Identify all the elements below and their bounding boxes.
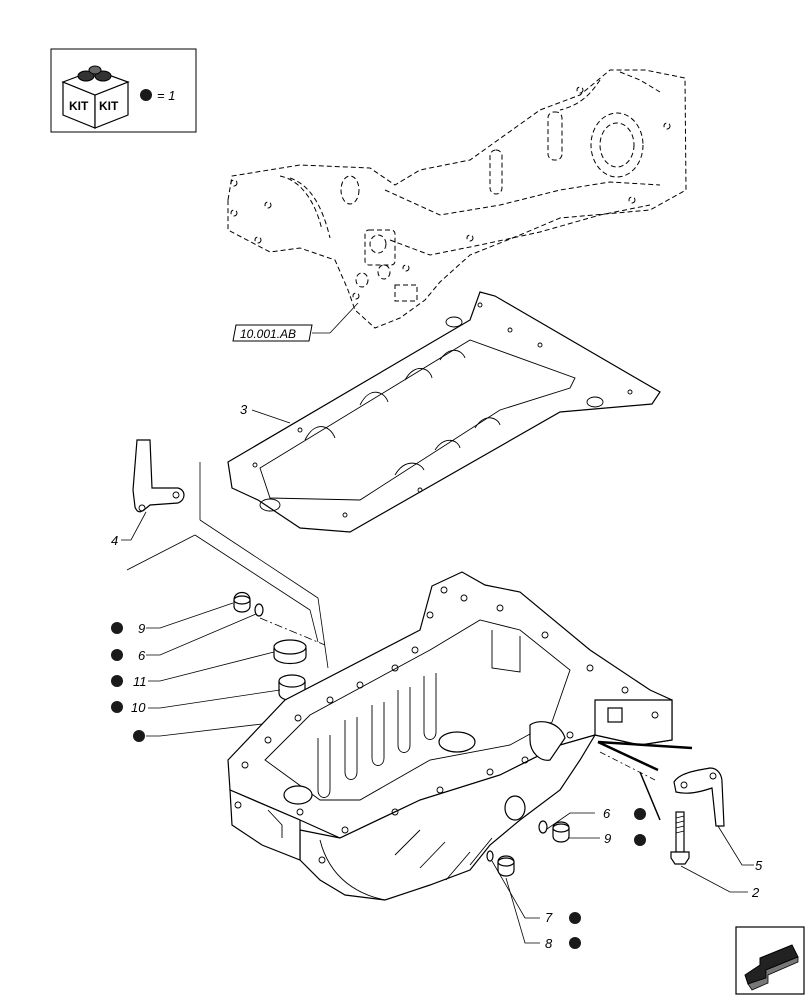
kit-dot-10 [111, 701, 123, 713]
kit-equals-text: = 1 [157, 88, 175, 103]
callout-10[interactable]: 10 [131, 700, 146, 715]
callout-8[interactable]: 8 [545, 936, 553, 951]
kit-dot-oil-pan [133, 730, 145, 742]
kit-dot-9-right [634, 834, 646, 846]
kit-label-right: KIT [99, 99, 119, 113]
cap-11 [273, 639, 307, 665]
oil-pan [227, 571, 673, 901]
callout-6-left[interactable]: 6 [138, 648, 146, 663]
plug-8 [497, 855, 515, 877]
reference-label[interactable]: 10.001.AB [232, 302, 359, 342]
callout-6-right[interactable]: 6 [603, 806, 611, 821]
callout-2[interactable]: 2 [751, 885, 760, 900]
seal-7 [486, 850, 494, 862]
kit-dot-6-right [634, 808, 646, 820]
bracket-right [673, 767, 725, 827]
callout-11[interactable]: 11 [133, 674, 147, 689]
oil-pan-gasket [227, 291, 661, 533]
engine-block-outline [227, 69, 687, 329]
callout-5[interactable]: 5 [755, 858, 763, 873]
kit-legend: KIT KIT = 1 [50, 48, 197, 133]
kit-dot [140, 89, 152, 101]
plug-9-right [552, 821, 570, 843]
callout-3[interactable]: 3 [240, 402, 248, 417]
kit-label-left: KIT [69, 99, 89, 113]
seal-6-left [254, 603, 264, 617]
kit-box-icon: KIT KIT [61, 65, 130, 129]
reference-label-text: 10.001.AB [240, 327, 296, 341]
callout-9-left[interactable]: 9 [138, 621, 145, 636]
bracket-left [132, 439, 185, 513]
callout-4[interactable]: 4 [111, 533, 118, 548]
bolt-2 [670, 811, 690, 865]
callout-9-right[interactable]: 9 [604, 831, 611, 846]
next-page-arrow-icon[interactable] [735, 926, 805, 995]
seal-6-right [538, 820, 548, 834]
kit-dot-11 [111, 675, 123, 687]
kit-dot-7 [569, 912, 581, 924]
kit-dot-6-left [111, 649, 123, 661]
callout-7[interactable]: 7 [545, 910, 553, 925]
plug-9-left [233, 591, 251, 613]
kit-dot-8 [569, 937, 581, 949]
kit-dot-9-left [111, 622, 123, 634]
